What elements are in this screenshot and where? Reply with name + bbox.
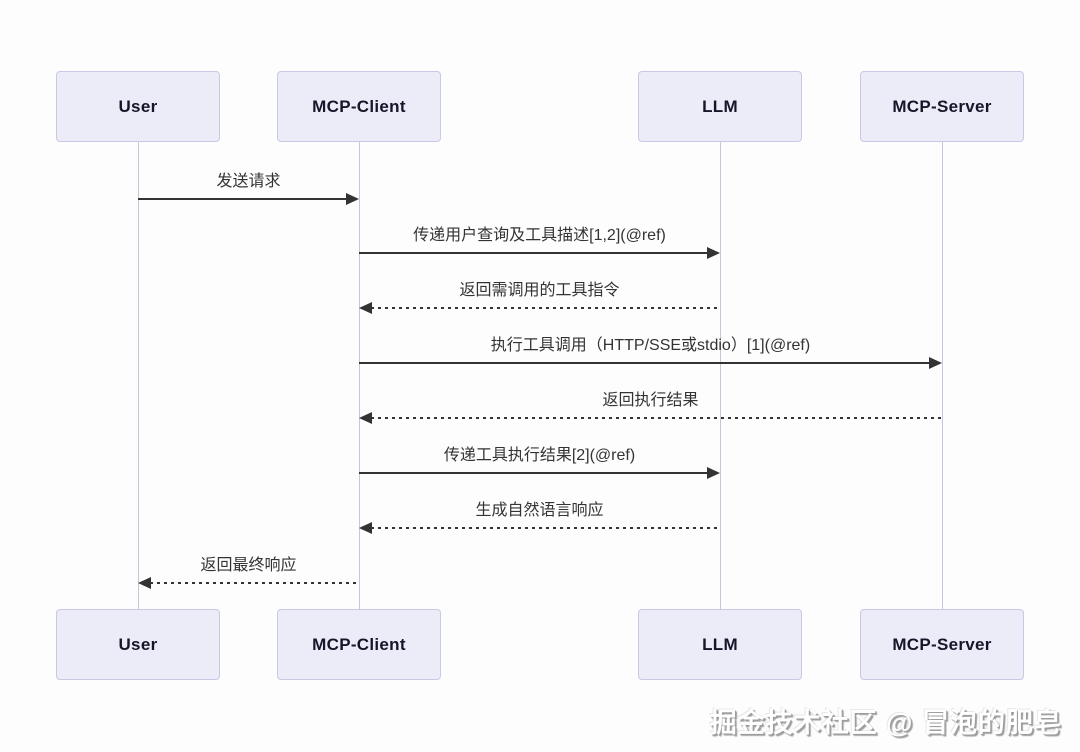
message-label-6: 传递工具执行结果[2](@ref) (443, 447, 636, 464)
arrowhead-4 (929, 357, 942, 369)
actor-box-mcp-client-top: MCP-Client (277, 71, 441, 142)
lifeline-mcp-client (359, 142, 360, 609)
message-label-4: 执行工具调用（HTTP/SSE或stdio）[1](@ref) (490, 337, 811, 354)
arrowhead-2 (707, 247, 720, 259)
message-line-3 (371, 307, 720, 309)
actor-box-llm-top: LLM (638, 71, 802, 142)
actor-box-mcp-client-bottom: MCP-Client (277, 609, 441, 680)
message-line-2 (359, 252, 708, 254)
arrowhead-5 (359, 412, 372, 424)
message-label-5: 返回执行结果 (602, 392, 699, 409)
actor-box-llm-bottom: LLM (638, 609, 802, 680)
message-label-2: 传递用户查询及工具描述[1,2](@ref) (413, 227, 666, 244)
actor-box-mcp-server-bottom: MCP-Server (860, 609, 1024, 680)
lifeline-user (138, 142, 139, 609)
message-label-1: 发送请求 (216, 173, 281, 190)
message-label-7: 生成自然语言响应 (475, 502, 604, 519)
arrowhead-8 (138, 577, 151, 589)
actor-box-user-bottom: User (56, 609, 220, 680)
arrowhead-3 (359, 302, 372, 314)
message-label-8: 返回最终响应 (200, 557, 297, 574)
actor-box-user-top: User (56, 71, 220, 142)
message-label-3: 返回需调用的工具指令 (459, 282, 620, 299)
lifeline-llm (720, 142, 721, 609)
arrowhead-1 (346, 193, 359, 205)
lifeline-mcp-server (942, 142, 943, 609)
message-line-5 (371, 417, 942, 419)
message-line-1 (138, 198, 347, 200)
watermark-text: 掘金技术社区 @ 冒泡的肥皂 (709, 708, 1062, 738)
message-line-8 (150, 582, 359, 584)
arrowhead-6 (707, 467, 720, 479)
arrowhead-7 (359, 522, 372, 534)
message-line-4 (359, 362, 930, 364)
actor-box-mcp-server-top: MCP-Server (860, 71, 1024, 142)
message-line-7 (371, 527, 720, 529)
message-line-6 (359, 472, 708, 474)
